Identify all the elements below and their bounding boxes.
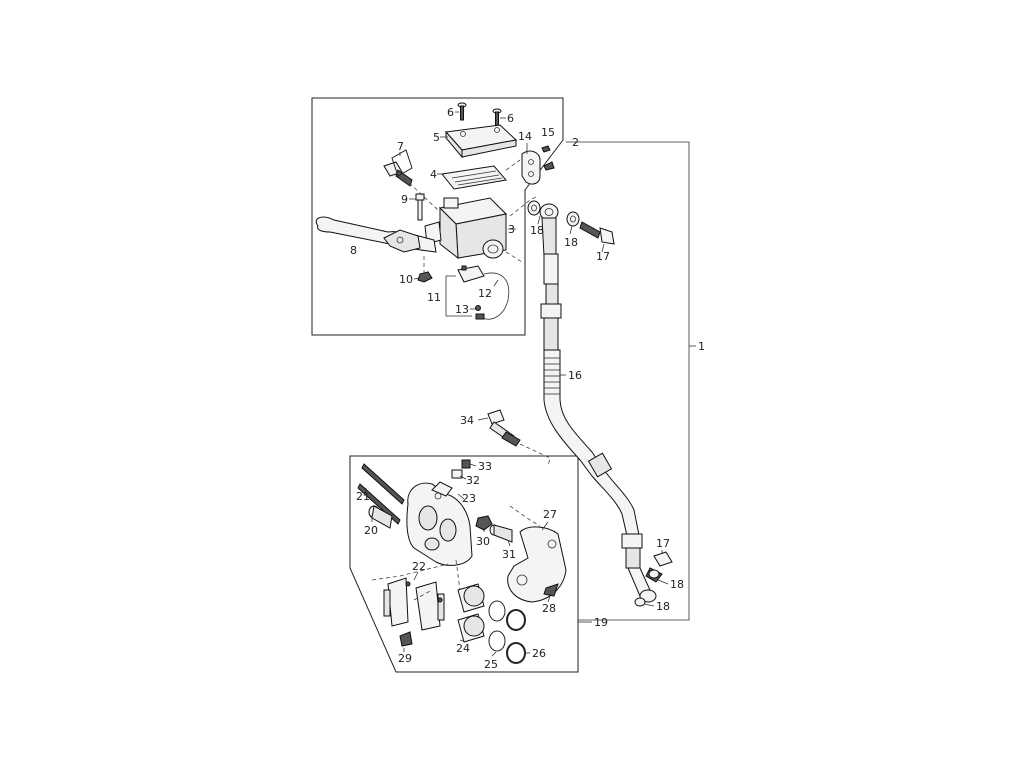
callout-7: 7 (397, 140, 404, 153)
callout-26: 26 (532, 647, 546, 660)
washer-18d (634, 597, 646, 607)
screw-6b (492, 108, 502, 127)
callout-18d: 18 (656, 600, 670, 613)
brake-hose-16 (543, 349, 641, 541)
callout-23: 23 (462, 492, 476, 505)
master-cylinder-frame (311, 97, 564, 336)
brake-switch-11 (457, 265, 510, 320)
callout-11: 11 (427, 291, 441, 304)
banjo-bolt-17 (579, 221, 615, 245)
seal-25a (488, 600, 506, 622)
caliper-bracket-27 (507, 526, 567, 603)
callout-labels: 1 2 3 4 5 6 6 7 8 9 10 11 12 13 14 15 16… (350, 106, 705, 671)
washer-18a (527, 200, 541, 216)
callout-34: 34 (460, 414, 474, 427)
reservoir-cap-5 (444, 124, 518, 159)
brake-lever-8 (315, 216, 437, 253)
hose-clip (587, 452, 613, 478)
callout-19: 19 (594, 616, 608, 629)
callout-12: 12 (478, 287, 492, 300)
caliper-bolt-34 (487, 409, 521, 447)
callout-2: 2 (572, 136, 579, 149)
leader-lines (363, 136, 669, 657)
callout-14: 14 (518, 130, 532, 143)
callout-32: 32 (466, 474, 480, 487)
banjo-fitting-upper (539, 203, 559, 257)
banjo-bolt-17b (645, 551, 673, 583)
pin-31 (489, 524, 513, 543)
lever-clamp-14 (521, 150, 541, 185)
callout-31: 31 (502, 548, 516, 561)
callout-1: 1 (698, 340, 705, 353)
callout-22: 22 (412, 560, 426, 573)
bleeder-valve-32 (451, 469, 463, 479)
hose-ribs (544, 357, 560, 395)
callout-6b: 6 (507, 112, 514, 125)
pad-spring-29 (399, 631, 413, 647)
caliper-frame (349, 455, 579, 673)
callout-13: 13 (455, 303, 469, 316)
master-cylinder-body-3 (424, 197, 508, 260)
piston-24a (457, 583, 485, 613)
seal-26a (506, 609, 526, 631)
seal-26b (506, 642, 526, 664)
callout-17a: 17 (596, 250, 610, 263)
clamp-screws-15 (541, 145, 555, 171)
piston-24b (457, 613, 485, 643)
pivot-bolt-9 (415, 193, 425, 221)
callout-15: 15 (541, 126, 555, 139)
callout-24: 24 (456, 642, 470, 655)
hose-upper-fitting (540, 253, 562, 351)
sleeve-20 (368, 505, 393, 529)
callout-16: 16 (568, 369, 582, 382)
callout-8: 8 (350, 244, 357, 257)
diaphragm-4 (441, 165, 507, 190)
leader-11-bracket (445, 275, 472, 317)
callout-30: 30 (476, 535, 490, 548)
callout-33: 33 (478, 460, 492, 473)
callout-18c: 18 (670, 578, 684, 591)
washer-18b (566, 211, 580, 227)
brake-pads-22 (383, 577, 445, 631)
callout-5: 5 (433, 131, 440, 144)
pad-spring-28 (543, 583, 559, 597)
hose-lower-fitting (621, 533, 657, 603)
callout-18b: 18 (564, 236, 578, 249)
callout-20: 20 (364, 524, 378, 537)
seal-25b (488, 630, 506, 652)
callout-28: 28 (542, 602, 556, 615)
nut-10 (417, 271, 433, 283)
caliper-body-23 (406, 481, 473, 566)
callout-3: 3 (508, 223, 515, 236)
callout-29: 29 (398, 652, 412, 665)
callout-21: 21 (356, 490, 370, 503)
callout-18a: 18 (530, 224, 544, 237)
slide-pins-21 (357, 463, 405, 525)
callout-4: 4 (430, 168, 437, 181)
callout-25: 25 (484, 658, 498, 671)
bleeder-cap-33 (461, 459, 471, 469)
callout-6a: 6 (447, 106, 454, 119)
washer-18c (648, 569, 660, 579)
bracket-assembly-1 (576, 141, 690, 621)
piston-rod-7 (383, 149, 413, 187)
boot-30 (475, 515, 493, 531)
screw-6a (457, 102, 467, 121)
callout-10: 10 (399, 273, 413, 286)
callout-17b: 17 (656, 537, 670, 550)
callout-9: 9 (401, 193, 408, 206)
callout-27: 27 (543, 508, 557, 521)
